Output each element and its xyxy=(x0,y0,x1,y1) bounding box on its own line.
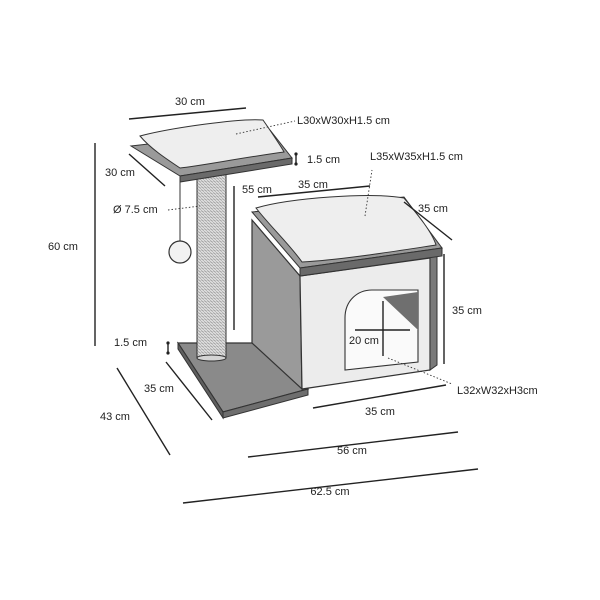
label-top-width: 30 cm xyxy=(175,96,205,108)
dim-total-length xyxy=(182,468,479,504)
top-platform-cushion xyxy=(139,119,285,169)
label-opening-size: 20 cm xyxy=(349,335,379,347)
label-house-width: 35 cm xyxy=(365,406,395,418)
label-top-depth: 30 cm xyxy=(105,167,135,179)
label-house-top-spec: L35xW35xH1.5 cm xyxy=(370,151,463,163)
leader-top-platform xyxy=(235,120,296,135)
dim-base-length xyxy=(247,431,459,458)
label-base-thickness: 1.5 cm xyxy=(114,337,147,349)
base-plate-right-edge xyxy=(222,388,309,419)
leader-house-top xyxy=(364,169,373,217)
leader-post-diameter xyxy=(167,205,201,211)
dim-total-depth xyxy=(116,367,171,456)
house-roof-edge xyxy=(299,247,443,277)
house-roof-cushion xyxy=(255,195,437,263)
label-total-length: 62.5 cm xyxy=(310,486,349,498)
scratching-post xyxy=(196,171,227,359)
house-interior-shadow xyxy=(383,292,418,330)
label-house-base-spec: L32xW32xH3cm xyxy=(457,385,538,397)
dim-house-top-depth xyxy=(403,201,453,241)
label-house-height: 35 cm xyxy=(452,305,482,317)
label-total-depth: 43 cm xyxy=(100,411,130,423)
label-post-height: 55 cm xyxy=(242,184,272,196)
label-base-length: 56 cm xyxy=(337,445,367,457)
leader-house-base xyxy=(387,357,453,385)
dim-top-width xyxy=(128,107,247,120)
label-top-platform-spec: L30xW30xH1.5 cm xyxy=(297,115,390,127)
label-house-top-width: 35 cm xyxy=(298,179,328,191)
label-top-thickness: 1.5 cm xyxy=(307,154,340,166)
dim-top-depth xyxy=(128,153,166,187)
label-base-depth: 35 cm xyxy=(144,383,174,395)
scratching-post-foot xyxy=(196,354,227,362)
hanging-ball-toy xyxy=(168,240,192,264)
house-right-edge xyxy=(429,253,438,371)
label-post-diameter: Ø 7.5 cm xyxy=(113,204,158,216)
dim-house-width xyxy=(312,384,447,409)
label-house-top-depth: 35 cm xyxy=(418,203,448,215)
dim-base-depth xyxy=(165,361,213,421)
dim-house-top-width xyxy=(257,185,371,198)
label-total-height: 60 cm xyxy=(48,241,78,253)
